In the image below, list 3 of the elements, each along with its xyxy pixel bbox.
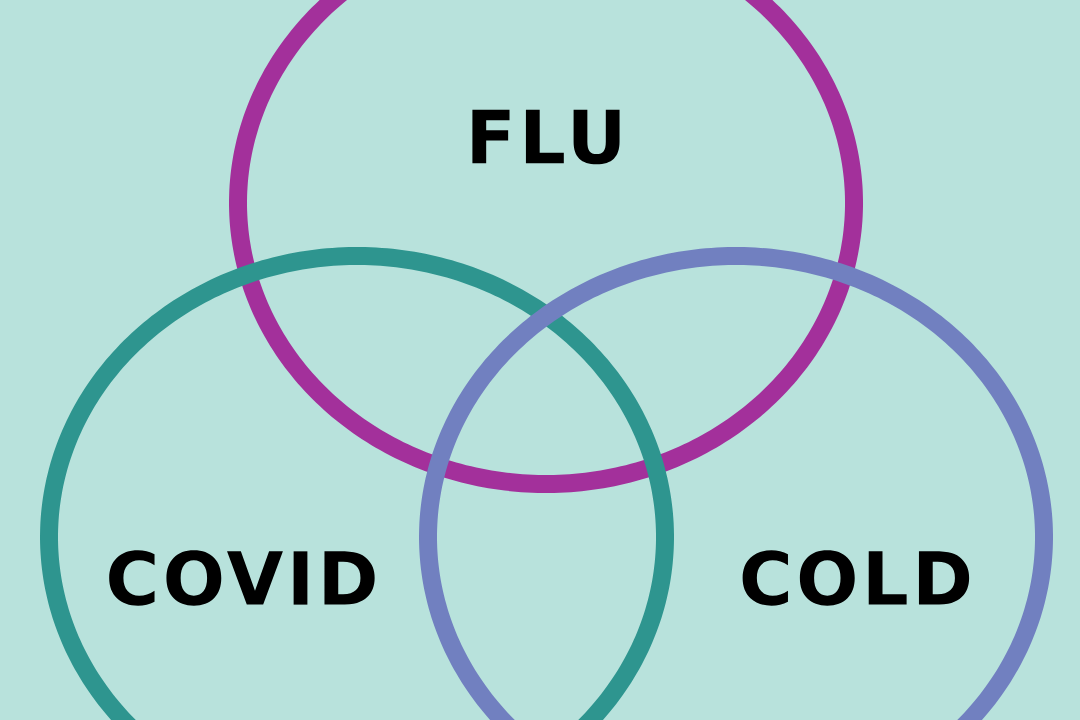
set-label: COLD bbox=[742, 550, 970, 606]
set-label: FLU bbox=[472, 109, 620, 165]
set-label: COVID bbox=[109, 550, 375, 606]
